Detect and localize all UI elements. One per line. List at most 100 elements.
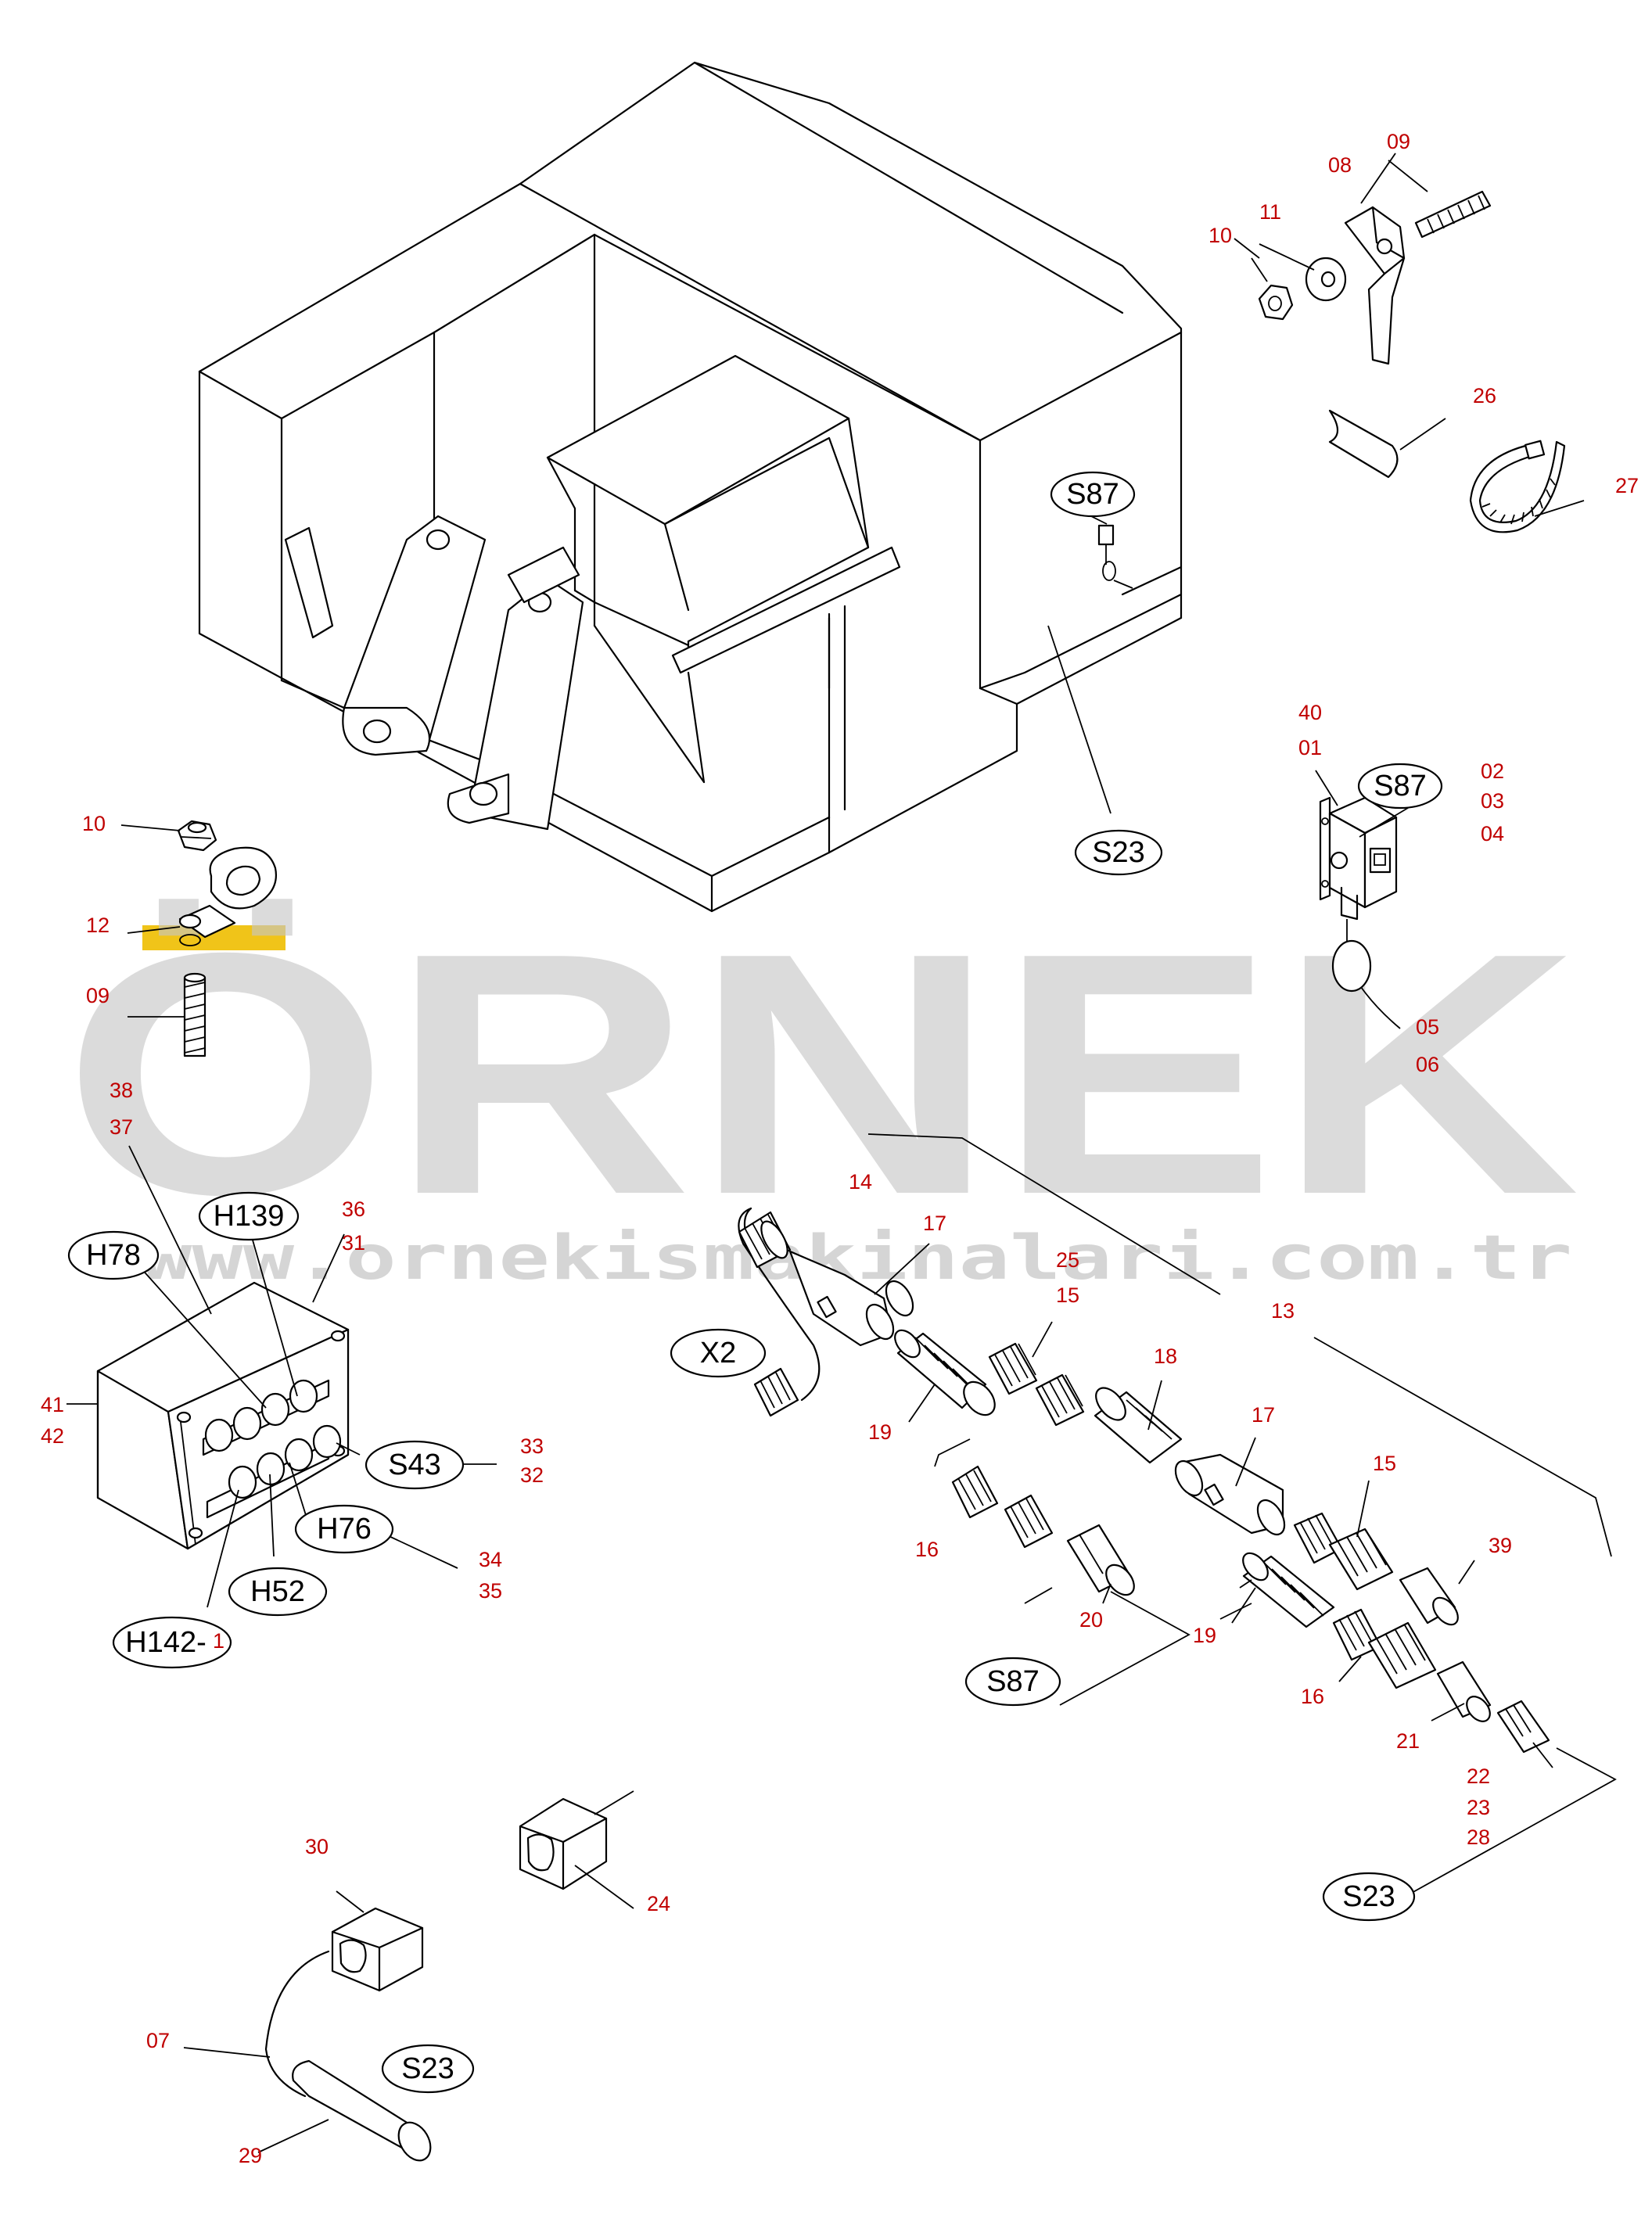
part-number: 17 xyxy=(923,1212,946,1235)
connector-39 xyxy=(1399,1560,1475,1626)
part-number: 19 xyxy=(868,1420,892,1444)
part-number: 17 xyxy=(1252,1403,1275,1427)
connector-21 xyxy=(1431,1660,1492,1722)
tag-s23-bottom: S23 xyxy=(401,2052,454,2085)
connector-harness xyxy=(738,1133,1617,1894)
part-number: 15 xyxy=(1056,1283,1079,1307)
part-number: 22 xyxy=(1467,1765,1490,1788)
callout-tags: S87 S23 S87 H139 H78 S43 H76 H52 H142- X… xyxy=(67,471,1443,2094)
part-number: 02 xyxy=(1481,759,1504,783)
part-number: 1 xyxy=(213,1629,224,1653)
part-number: 05 xyxy=(1416,1015,1439,1039)
tag-h76: H76 xyxy=(317,1513,372,1546)
tag-h52: H52 xyxy=(250,1575,305,1608)
part-number: 18 xyxy=(1154,1344,1177,1368)
bolt-09-top xyxy=(1414,190,1492,239)
spring-15b xyxy=(1293,1480,1394,1591)
tag-s87-harness: S87 xyxy=(986,1665,1040,1698)
part-number: 11 xyxy=(1259,200,1281,224)
sensor-29 xyxy=(183,1890,432,2162)
part-number: 41 xyxy=(41,1393,64,1416)
part-number: 37 xyxy=(110,1115,133,1139)
part-number: 09 xyxy=(1387,130,1410,153)
part-number: 09 xyxy=(86,984,110,1007)
connector-24 xyxy=(519,1790,634,1909)
part-number: 40 xyxy=(1298,701,1322,724)
spring-16a-2 xyxy=(1004,1494,1054,1549)
part-number: 14 xyxy=(849,1170,872,1194)
part-number: 30 xyxy=(305,1835,329,1858)
part-number: 04 xyxy=(1481,822,1504,845)
part-number: 12 xyxy=(86,914,110,937)
part-number: 39 xyxy=(1489,1534,1512,1557)
spring-15a xyxy=(988,1321,1053,1395)
connector-x2-spring xyxy=(753,1367,799,1417)
part-numbers: 09 08 11 10 26 27 40 01 02 03 04 05 06 1… xyxy=(41,130,1639,2167)
bracket-assembly xyxy=(1234,153,1492,365)
watermark: ÖRNEK www.ornekismakinalari.com.tr xyxy=(63,882,1580,1294)
tag-h78: H78 xyxy=(86,1239,141,1272)
part-number: 07 xyxy=(146,2029,170,2052)
junction-box xyxy=(66,1145,497,1608)
connector-20 xyxy=(1066,1524,1135,1604)
part-number: 01 xyxy=(1298,736,1322,759)
cable-tie-27 xyxy=(1469,440,1585,533)
part-number: 25 xyxy=(1056,1248,1079,1272)
part-number: 16 xyxy=(915,1538,939,1561)
part-number: 20 xyxy=(1079,1608,1103,1632)
tag-x2: X2 xyxy=(700,1337,736,1370)
part-number: 15 xyxy=(1373,1452,1396,1475)
part-number: 16 xyxy=(1301,1685,1324,1708)
screw-09-left xyxy=(183,972,206,1057)
t-piece-17b xyxy=(1174,1437,1286,1536)
part-number: 35 xyxy=(479,1579,502,1603)
part-number: 10 xyxy=(82,812,106,835)
part-number: 13 xyxy=(1271,1299,1295,1323)
part-number: 06 xyxy=(1416,1053,1439,1076)
spring-16b xyxy=(1332,1608,1437,1689)
part-number: 08 xyxy=(1328,153,1352,177)
part-number: 33 xyxy=(520,1434,544,1458)
nut-10-top xyxy=(1258,284,1294,321)
part-number: 21 xyxy=(1396,1729,1420,1753)
part-number: 38 xyxy=(110,1079,133,1102)
tag-s87-sensor: S87 xyxy=(1374,770,1427,802)
part-number: 26 xyxy=(1473,384,1496,407)
connector-18 xyxy=(1094,1380,1183,1464)
part-number: 24 xyxy=(647,1892,670,1915)
part-number: 23 xyxy=(1467,1796,1490,1819)
tag-h139: H139 xyxy=(214,1200,285,1233)
part-number: 10 xyxy=(1208,224,1232,247)
tag-s23-harness: S23 xyxy=(1342,1880,1395,1913)
washer-11-top xyxy=(1305,257,1347,302)
part-number: 28 xyxy=(1467,1826,1490,1849)
machine-housing xyxy=(198,61,1183,913)
sensor-s87 xyxy=(1315,770,1417,1029)
part-number: 31 xyxy=(342,1231,365,1255)
tag-h142: H142- xyxy=(125,1626,206,1659)
watermark-accent-right xyxy=(242,925,286,950)
connector-19b xyxy=(1231,1552,1335,1628)
part-number: 32 xyxy=(520,1463,544,1487)
spring-15a-2 xyxy=(1035,1373,1085,1427)
watermark-brand: ÖRNEK xyxy=(63,882,1580,1266)
t-piece-17a xyxy=(788,1243,930,1347)
clamp-assembly-left xyxy=(120,820,277,1057)
part-number: 29 xyxy=(239,2144,262,2167)
part-number: 03 xyxy=(1481,789,1504,813)
spring-14 xyxy=(738,1211,792,1269)
part-number: 34 xyxy=(479,1548,502,1571)
part-number: 19 xyxy=(1193,1624,1216,1647)
tag-s87-top: S87 xyxy=(1066,478,1119,511)
tag-s23-top: S23 xyxy=(1092,836,1145,869)
part-number: 36 xyxy=(342,1197,365,1221)
part-number: 42 xyxy=(41,1424,64,1448)
connector-19a xyxy=(894,1329,996,1423)
spring-16a xyxy=(951,1465,999,1519)
tape-26 xyxy=(1328,409,1446,479)
tag-s43: S43 xyxy=(388,1449,441,1481)
part-number: 27 xyxy=(1615,474,1639,497)
connector-22 xyxy=(1496,1700,1553,1768)
